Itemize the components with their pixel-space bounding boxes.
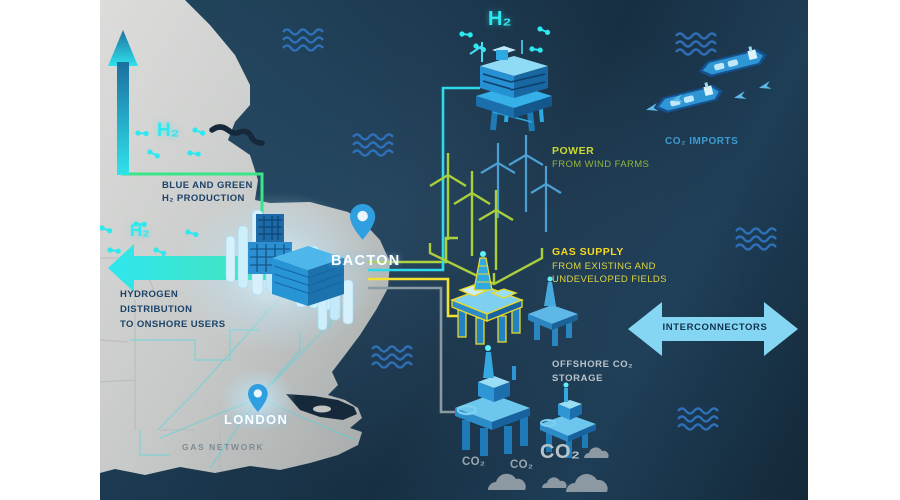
hydrogen-distribution-line2: DISTRIBUTION [120, 304, 193, 315]
co2-platform-large [455, 345, 530, 456]
gas-supply-subtitle1: FROM EXISTING AND [552, 261, 656, 272]
london-label: LONDON [224, 412, 289, 427]
co2-imports-label: CO₂ IMPORTS [665, 136, 739, 147]
connection-lines [121, 86, 480, 414]
hydrogen-distribution-line1: HYDROGEN [120, 289, 179, 300]
h2-west-label: H₂ [130, 221, 150, 240]
co2-clouds [488, 447, 609, 492]
co2-label-3: CO₂ [540, 441, 581, 463]
co2-platform-small [540, 382, 596, 458]
humber-estuary [209, 124, 265, 146]
wind-turbines-green [428, 153, 544, 286]
green-production-line [121, 172, 264, 214]
co2-label-1: CO₂ [462, 456, 486, 468]
gas-supply-platforms [450, 251, 578, 346]
wind-turbines-blue [480, 135, 562, 232]
co2-storage-platforms [455, 345, 609, 492]
gas-platform-large [450, 251, 524, 345]
gas-network-label: GAS NETWORK [182, 442, 265, 452]
hydrogen-line [368, 86, 480, 272]
bacton-label: BACTON [331, 253, 401, 269]
h2-northwest-label: H₂ [157, 120, 180, 141]
processing-buildings [248, 214, 344, 306]
bacton-terminal-facility [225, 209, 354, 331]
blue-green-production-line1: BLUE AND GREEN [162, 180, 253, 191]
power-title: POWER [552, 145, 595, 157]
scene-graphics [100, 0, 798, 492]
co2-import-ships [645, 43, 772, 116]
blue-green-production-line2: H₂ PRODUCTION [162, 193, 245, 204]
gas-supply-subtitle2: UNDEVELOPED FIELDS [552, 274, 667, 285]
gas-supply-title: GAS SUPPLY [552, 246, 624, 258]
gas-supply-line [368, 277, 460, 318]
map-diagram: H₂ H₂ H₂ BLUE AND GREEN H₂ PRODUCTION HY… [100, 0, 808, 500]
wind-power-line [368, 236, 458, 264]
co2-storage-line [368, 286, 460, 414]
co2-label-2: CO₂ [510, 459, 534, 471]
gas-platform-small [528, 276, 578, 346]
hydrogen-export-up-arrow [108, 30, 138, 175]
wind-farm [428, 135, 562, 286]
estuary-island [313, 405, 331, 413]
hydrogen-distribution-line3: TO ONSHORE USERS [120, 319, 226, 330]
power-subtitle: FROM WIND FARMS [552, 159, 650, 170]
offshore-storage-line1: OFFSHORE CO₂ [552, 359, 634, 370]
offshore-storage-line2: STORAGE [552, 373, 604, 384]
interconnectors-label: INTERCONNECTORS [662, 322, 768, 333]
ship-icon [652, 79, 725, 116]
interconnectors-arrow [628, 302, 798, 356]
h2-production-platform [469, 40, 552, 132]
h2-platform-label: H₂ [488, 8, 512, 30]
ship-icon [696, 43, 769, 80]
